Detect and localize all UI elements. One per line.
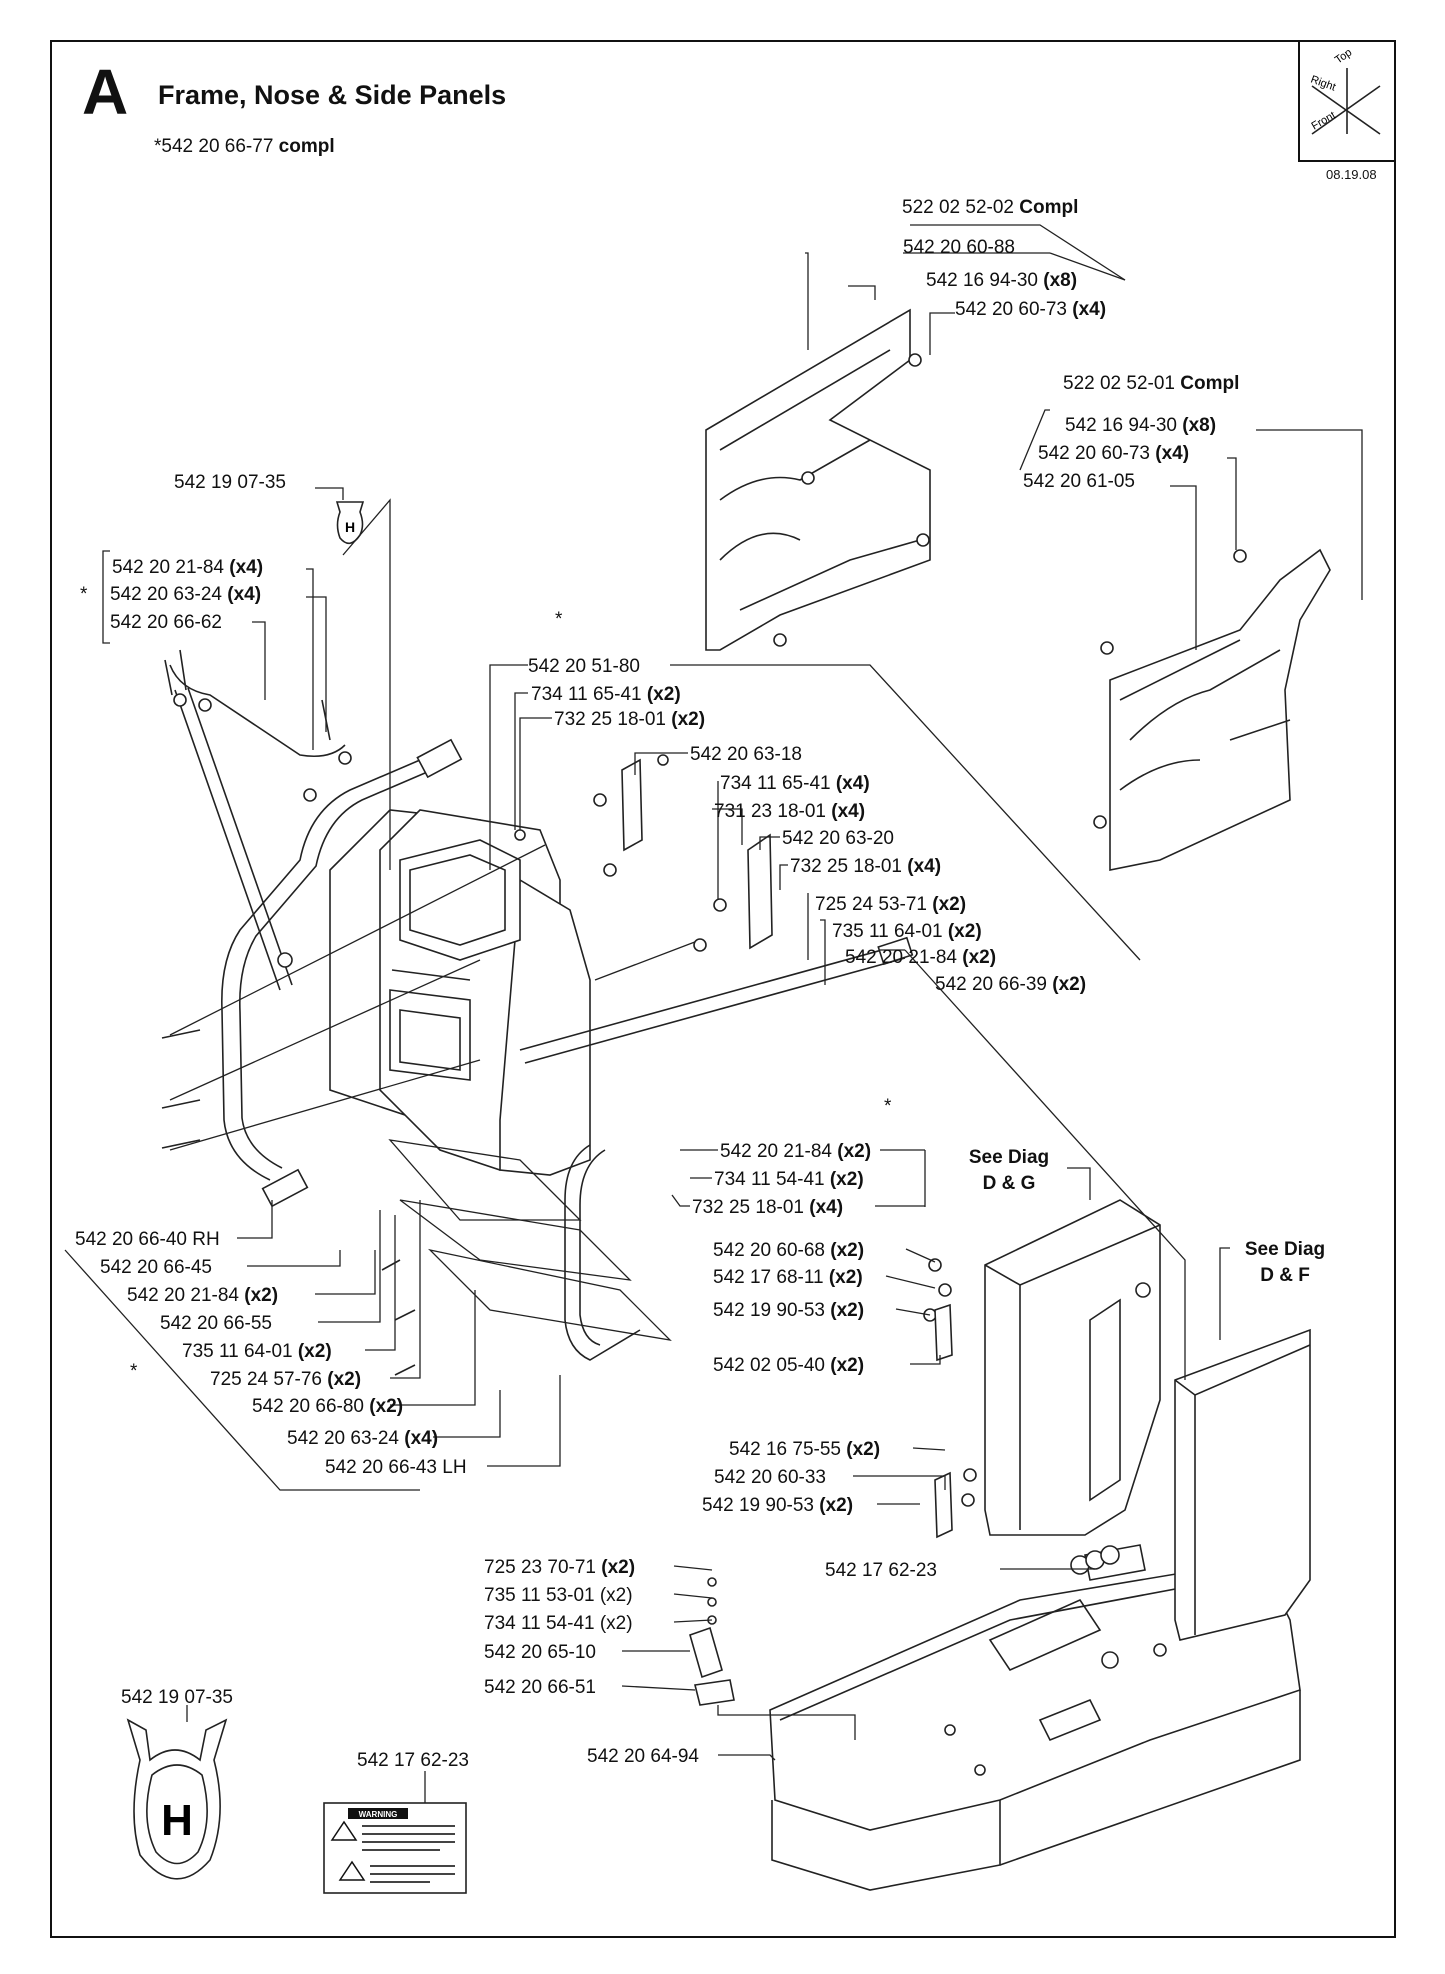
assembly-number: *542 20 66-77 compl — [154, 136, 335, 158]
label-542-20-64-94: 542 20 64-94 — [587, 1746, 699, 1767]
label-542-20-60-73-a: 542 20 60-73 (x4) — [955, 299, 1106, 320]
label-735-11-64-01-a: 735 11 64-01 (x2) — [832, 921, 982, 942]
side-panel-rh — [705, 308, 931, 651]
label-542-20-65-10: 542 20 65-10 — [484, 1642, 596, 1663]
label-542-20-61-05: 542 20 61-05 — [1023, 471, 1135, 492]
label-542-20-21-84-c: 542 20 21-84 (x2) — [720, 1141, 871, 1162]
label-542-20-66-40-rh: 542 20 66-40 RH — [75, 1229, 220, 1250]
logo-emblem-small: H — [335, 501, 365, 545]
see-diag-df-line2: D & F — [1260, 1265, 1310, 1286]
nose-panel — [329, 809, 591, 1176]
decal-heading: WARNING — [359, 1810, 398, 1819]
orientation-triad: Top Right Front — [1309, 46, 1381, 135]
label-542-20-51-80: 542 20 51-80 — [528, 656, 640, 677]
label-522-02-52-02: 522 02 52-02 Compl — [902, 197, 1078, 218]
label-542-16-75-55: 542 16 75-55 (x2) — [729, 1439, 880, 1460]
label-734-11-54-41-b: 734 11 54-41 (x2) — [484, 1613, 633, 1634]
nose-frame-tube — [221, 738, 463, 1208]
label-542-20-66-43-lh: 542 20 66-43 LH — [325, 1457, 467, 1478]
cross-tube — [519, 936, 914, 1361]
label-735-11-53-01: 735 11 53-01 (x2) — [484, 1585, 633, 1606]
nose-brace — [164, 649, 352, 991]
label-542-20-21-84-d: 542 20 21-84 (x2) — [127, 1285, 278, 1306]
logo-emblem: H — [126, 1718, 228, 1880]
label-542-19-90-53-a: 542 19 90-53 (x2) — [713, 1300, 864, 1321]
asterisk-mark: * — [130, 1361, 138, 1382]
logo-letter: H — [161, 1796, 193, 1845]
leader-lines — [64, 224, 1363, 1803]
label-542-17-62-23-a: 542 17 62-23 — [825, 1560, 937, 1581]
asterisk-mark: * — [884, 1096, 892, 1117]
label-734-11-65-41-b: 734 11 65-41 (x4) — [720, 773, 870, 794]
label-542-19-07-35-a: 542 19 07-35 — [174, 472, 286, 493]
label-735-11-64-01-b: 735 11 64-01 (x2) — [182, 1341, 332, 1362]
label-522-02-52-01: 522 02 52-01 Compl — [1063, 373, 1239, 394]
assembly-compl: compl — [278, 136, 335, 157]
date-code: 08.19.08 — [1326, 167, 1377, 182]
label-542-17-68-11: 542 17 68-11 (x2) — [713, 1267, 863, 1288]
section-letter: A — [82, 56, 129, 128]
label-542-20-66-80: 542 20 66-80 (x2) — [252, 1396, 403, 1417]
orient-right: Right — [1309, 74, 1337, 94]
label-542-16-94-30-a: 542 16 94-30 (x8) — [926, 270, 1077, 291]
label-725-24-57-76: 725 24 57-76 (x2) — [210, 1369, 361, 1390]
label-542-20-63-24-b: 542 20 63-24 (x4) — [287, 1428, 438, 1449]
label-542-20-66-62: 542 20 66-62 — [110, 612, 222, 633]
label-732-25-18-01-a: 732 25 18-01 (x2) — [554, 709, 705, 730]
label-542-17-62-23-b: 542 17 62-23 — [357, 1750, 469, 1771]
label-542-19-90-53-b: 542 19 90-53 (x2) — [702, 1495, 853, 1516]
label-542-20-63-18: 542 20 63-18 — [690, 744, 802, 765]
label-542-20-66-39: 542 20 66-39 (x2) — [935, 974, 1086, 995]
label-542-19-07-35-b: 542 19 07-35 — [121, 1687, 233, 1708]
label-542-20-63-24-a: 542 20 63-24 (x4) — [110, 584, 261, 605]
label-542-20-60-33: 542 20 60-33 — [714, 1467, 826, 1488]
side-panel-lh — [1093, 548, 1331, 871]
label-542-20-66-45: 542 20 66-45 — [100, 1257, 212, 1278]
page-title: Frame, Nose & Side Panels — [158, 80, 507, 110]
label-725-23-70-71: 725 23 70-71 (x2) — [484, 1557, 635, 1578]
label-542-02-05-40: 542 02 05-40 (x2) — [713, 1355, 864, 1376]
seat-support — [984, 1199, 1161, 1536]
label-734-11-54-41-a: 734 11 54-41 (x2) — [714, 1169, 864, 1190]
label-542-20-63-20: 542 20 63-20 — [782, 828, 894, 849]
warning-decal: WARNING — [323, 1802, 467, 1894]
label-542-20-21-84-b: 542 20 21-84 (x2) — [845, 947, 996, 968]
label-542-16-94-30-b: 542 16 94-30 (x8) — [1065, 415, 1216, 436]
label-542-20-60-68: 542 20 60-68 (x2) — [713, 1240, 864, 1261]
see-diag-df-line1: See Diag — [1245, 1239, 1325, 1260]
asterisk-mark: * — [555, 609, 563, 630]
label-542-20-60-88: 542 20 60-88 — [903, 237, 1015, 258]
label-542-20-66-51: 542 20 66-51 — [484, 1677, 596, 1698]
label-731-23-18-01: 731 23 18-01 (x4) — [714, 801, 865, 822]
assembly-number-value: *542 20 66-77 — [154, 136, 279, 157]
label-732-25-18-01-c: 732 25 18-01 (x4) — [692, 1197, 843, 1218]
label-542-20-66-55: 542 20 66-55 — [160, 1313, 272, 1334]
orient-top: Top — [1333, 46, 1354, 66]
label-542-20-21-84-a: 542 20 21-84 (x4) — [112, 557, 263, 578]
label-734-11-65-41-a: 734 11 65-41 (x2) — [531, 684, 681, 705]
label-732-25-18-01-b: 732 25 18-01 (x4) — [790, 856, 941, 877]
frame-bolts — [161, 1029, 416, 1376]
orient-front: Front — [1310, 109, 1338, 132]
asterisk-mark: * — [80, 584, 88, 605]
part-labels: 522 02 52-02 Compl 542 20 60-88 542 16 9… — [75, 197, 1325, 1771]
see-diag-dg-line1: See Diag — [969, 1147, 1049, 1168]
mount-brackets — [514, 754, 773, 952]
orientation-box — [1298, 40, 1396, 162]
diagram-frame — [50, 40, 1396, 1938]
fender-panel — [1174, 1328, 1311, 1641]
label-542-20-60-73-b: 542 20 60-73 (x4) — [1038, 443, 1189, 464]
label-725-24-53-71: 725 24 53-71 (x2) — [815, 894, 966, 915]
see-diag-dg-line2: D & G — [983, 1173, 1036, 1194]
logo-letter-small: H — [345, 519, 355, 535]
